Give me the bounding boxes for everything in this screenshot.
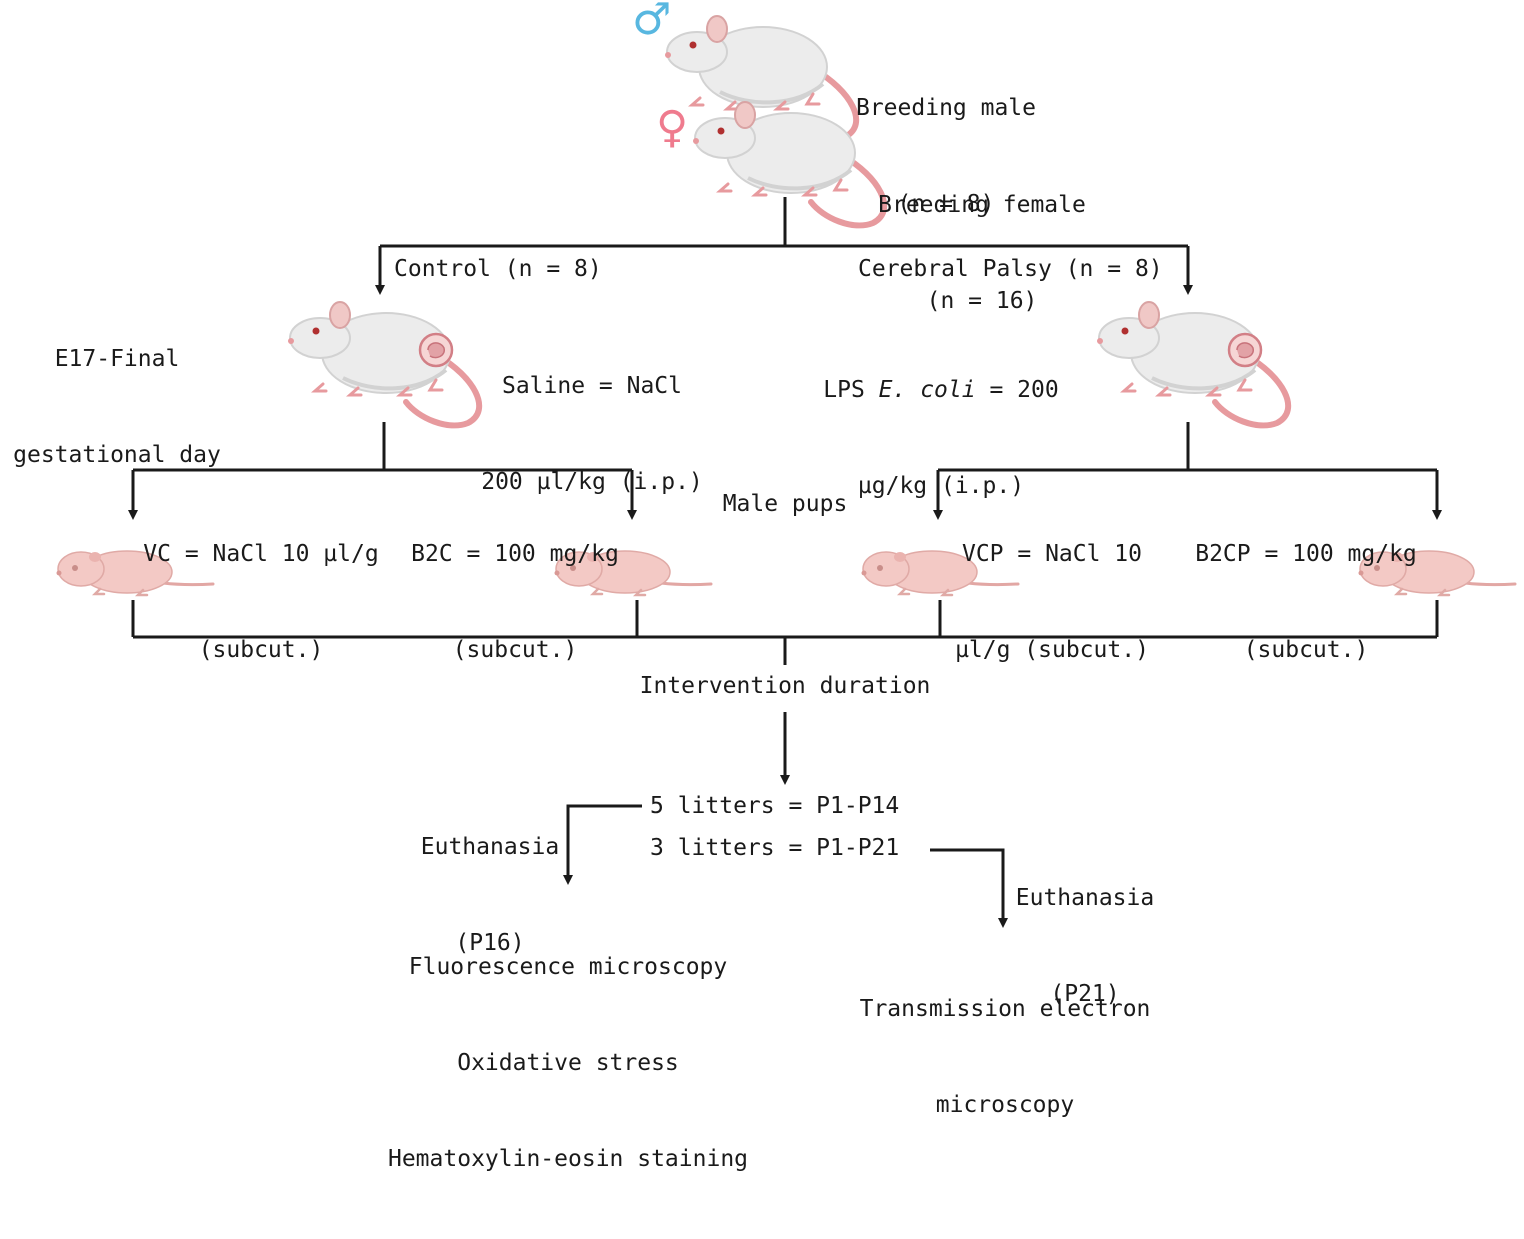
p14-branch-arrow: [563, 804, 642, 885]
gestation-timing-label: E17-Final gestational day: [13, 346, 221, 468]
litters-p14-label: 5 litters = P1-P14: [650, 793, 900, 819]
breeding-male-label: Breeding male (n = 8): [855, 95, 1036, 217]
female-symbol-icon: ♀: [656, 102, 689, 153]
cp-dose-label: LPS E. coli = 200 µg/kg (i.p.): [823, 377, 1059, 499]
diagram-graphics: [55, 0, 1517, 928]
analysis-item: Oxidative stress: [457, 1050, 679, 1076]
analysis-item: Hematoxylin-eosin staining: [387, 1146, 749, 1172]
control-group-label: Control (n = 8): [394, 256, 602, 282]
male-symbol-icon: ♂: [632, 0, 672, 45]
vcp-group-label: VCP = NaCl 10 µl/g (subcut.): [955, 541, 1149, 663]
analysis-item: Fluorescence microscopy: [408, 954, 728, 980]
vc-group-label: VC = NaCl 10 µl/g (subcut.): [143, 541, 379, 663]
p21-branch-arrow: [930, 848, 1008, 928]
analysis-item: Transmission electron: [859, 996, 1151, 1022]
analysis-item: microscopy: [935, 1092, 1075, 1118]
cp-pregnant-mouse-icon: [1097, 302, 1288, 425]
control-pregnant-mouse-icon: [288, 302, 479, 425]
breeding-female-label: Breeding female (n = 16): [878, 192, 1086, 314]
cp-group-label: Cerebral Palsy (n = 8): [858, 256, 1163, 282]
intervention-duration-label: Intervention duration: [639, 673, 931, 699]
b2cp-group-label: B2CP = 100 mg/kg (subcut.): [1195, 541, 1417, 663]
study-design-diagram: ♂ ♀ Breeding male (n = 8) Breeding femal…: [13, 0, 1517, 1172]
analyses-p16-list: Fluorescence microscopy Oxidative stress…: [355, 887, 781, 1239]
litters-p21-label: 3 litters = P1-P21: [650, 835, 900, 861]
b2c-group-label: B2C = 100 mg/kg (subcut.): [411, 541, 619, 663]
control-dose-label: Saline = NaCl 200 µl/kg (i.p.): [481, 373, 703, 495]
connector-lines: [128, 197, 1442, 928]
male-pups-label: Male pups: [722, 491, 848, 517]
euthanasia-p16-label: Euthanasia (P16): [420, 834, 560, 956]
analyses-p21-list: Transmission electron microscopy: [835, 929, 1175, 1185]
